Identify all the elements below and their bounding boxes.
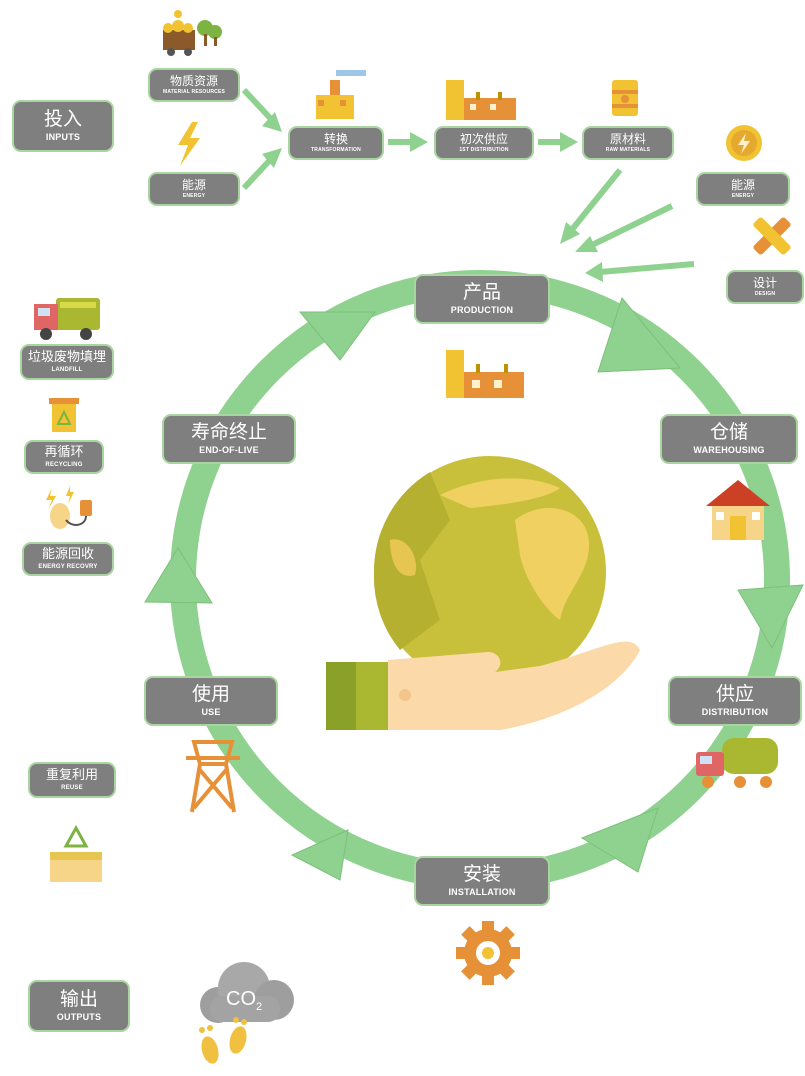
barrel-illustration [612, 80, 638, 116]
hand-illustration [326, 641, 640, 730]
co2-sub: 2 [256, 1001, 263, 1013]
raw-materials-zh: 原材料 [609, 131, 646, 146]
tanker-truck-illustration [696, 738, 778, 788]
distribution-factory-illustration [446, 80, 516, 120]
use-label: 使用 USE [144, 676, 278, 726]
first-distribution-zh: 初次供应 [459, 131, 508, 146]
raw-materials-label: 原材料 RAW MATERIALS [582, 126, 674, 160]
co2-main: CO [226, 988, 256, 1010]
reuse-en: REUSE [61, 784, 83, 791]
cycle-arrowhead-distribution-installation [580, 807, 659, 873]
recycling-bin-illustration [49, 398, 79, 432]
material-resources-en: MATERIAL RESOURCES [162, 88, 226, 95]
production-zh: 产品 [462, 281, 501, 304]
cycle-arrowhead-production-warehousing [597, 296, 682, 373]
energy-recovery-en: ENERGY RECOVRY [38, 563, 98, 570]
footprints-illustration [199, 1017, 247, 1064]
landfill-zh: 垃圾废物填埋 [27, 349, 106, 365]
design-en: DESIGN [754, 290, 776, 297]
recycling-zh: 再循环 [44, 444, 84, 460]
energy-right-en: ENERGY [731, 192, 755, 199]
design-zh: 设计 [752, 275, 777, 290]
design-label: 设计 DESIGN [726, 270, 804, 304]
landfill-label: 垃圾废物填埋 LANDFILL [20, 344, 114, 380]
energy-right-zh: 能源 [730, 177, 755, 192]
distribution-en: DISTRIBUTION [701, 707, 769, 717]
inputs-zh: 投入 [43, 108, 82, 131]
warehousing-en: WAREHOUSING [693, 445, 765, 455]
distribution-label: 供应 DISTRIBUTION [668, 676, 802, 726]
energy-left-zh: 能源 [181, 177, 206, 192]
transformation-factory-illustration [316, 70, 366, 119]
outputs-en: OUTPUTS [56, 1012, 102, 1022]
reuse-label: 重复利用 REUSE [28, 762, 116, 798]
end-of-life-en: END-OF-LIVE [199, 445, 259, 455]
transformation-en: TRANSFORMATION [311, 146, 361, 153]
end-of-life-zh: 寿命终止 [190, 421, 267, 444]
outputs-label: 输出 OUTPUTS [28, 980, 130, 1032]
globe-illustration [373, 456, 606, 688]
cycle-arrowhead-use-eol [144, 547, 213, 604]
supply-arrows [241, 87, 695, 282]
gear-illustration [456, 921, 520, 985]
first-distribution-label: 初次供应 1ST DISTRIBUTION [434, 126, 534, 160]
inputs-label: 投入 INPUTS [12, 100, 114, 152]
cycle-arrowhead-warehousing-distribution [737, 584, 804, 650]
end-of-life-label: 寿命终止 END-OF-LIVE [162, 414, 296, 464]
cycle-arrowhead-installation-use [290, 829, 349, 881]
production-factory-illustration [446, 350, 524, 398]
co2-cloud-illustration [200, 962, 294, 1023]
use-zh: 使用 [191, 683, 230, 706]
energy-coin-illustration [726, 125, 762, 161]
transformation-zh: 转换 [323, 131, 348, 146]
production-label: 产品 PRODUCTION [414, 274, 550, 324]
material-resources-illustration [163, 10, 222, 56]
distribution-zh: 供应 [715, 683, 754, 706]
reuse-zh: 重复利用 [45, 767, 98, 783]
reuse-box-illustration [50, 824, 102, 882]
energy-left-en: ENERGY [182, 192, 206, 199]
installation-zh: 安装 [462, 863, 501, 886]
production-en: PRODUCTION [450, 305, 514, 315]
recycling-label: 再循环 RECYCLING [24, 440, 104, 474]
use-en: USE [201, 707, 221, 717]
landfill-en: LANDFILL [51, 366, 83, 373]
material-resources-label: 物质资源 MATERIAL RESOURCES [148, 68, 240, 102]
outputs-zh: 输出 [59, 988, 98, 1011]
installation-label: 安装 INSTALLATION [414, 856, 550, 906]
energy-recovery-illustration [46, 486, 92, 529]
power-tower-illustration [186, 740, 240, 813]
design-tools-illustration [753, 217, 791, 255]
inputs-en: INPUTS [45, 132, 81, 142]
transformation-label: 转换 TRANSFORMATION [288, 126, 384, 160]
recycling-en: RECYCLING [45, 461, 83, 468]
warehousing-zh: 仓储 [709, 421, 748, 444]
installation-en: INSTALLATION [448, 887, 516, 897]
cycle-arrowhead-eol-production [298, 311, 376, 361]
landfill-truck-illustration [34, 298, 100, 340]
co2-label: CO2 [226, 988, 262, 1013]
lightning-illustration [178, 122, 200, 166]
energy-recovery-zh: 能源回收 [41, 546, 94, 562]
warehouse-illustration [706, 480, 770, 540]
raw-materials-en: RAW MATERIALS [605, 146, 651, 153]
energy-right-label: 能源 ENERGY [696, 172, 790, 206]
warehousing-label: 仓储 WAREHOUSING [660, 414, 798, 464]
material-resources-zh: 物质资源 [169, 73, 218, 88]
first-distribution-en: 1ST DISTRIBUTION [459, 146, 509, 153]
energy-left-label: 能源 ENERGY [148, 172, 240, 206]
energy-recovery-label: 能源回收 ENERGY RECOVRY [22, 542, 114, 576]
